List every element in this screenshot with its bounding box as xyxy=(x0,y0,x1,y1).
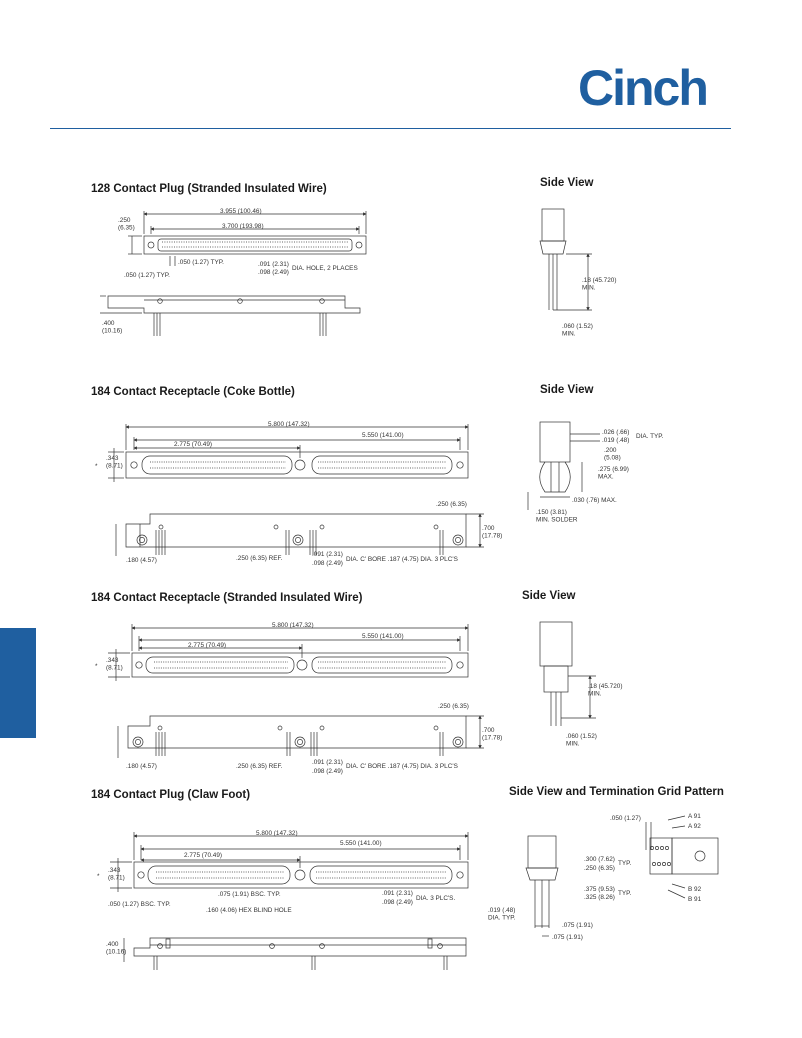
dim-s1-hole-a: .091 (2.31) xyxy=(258,261,289,268)
dim-s1-contact: .050 (1.27) TYP. xyxy=(178,259,224,266)
dim-s4-height: .343(8.71) xyxy=(108,867,125,882)
dim-s2-half: 2.775 (70.49) xyxy=(174,441,212,448)
dim-s1-height: .250(6.35) xyxy=(118,217,135,232)
dim-s4-bsc1: .075 (1.91) BSC. TYP. xyxy=(218,891,281,898)
dim-s2-edge: .180 (4.57) xyxy=(126,557,157,564)
section-title-1: 128 Contact Plug (Stranded Insulated Wir… xyxy=(91,183,327,195)
dim-s2-pitch: 5.550 (141.00) xyxy=(362,432,404,439)
dim-s4-grid-3: .250 (6.35) xyxy=(584,865,615,872)
dim-s2-bore-note: DIA. C' BORE .187 (4.75) DIA. 3 PLC'S xyxy=(346,556,458,563)
dim-s4-mark: * xyxy=(97,873,100,880)
drawing-128-plug-top xyxy=(128,211,367,266)
dim-s2-body: .700(17.78) xyxy=(482,525,502,540)
dim-s2-side-3: .200(5.08) xyxy=(604,447,621,462)
dim-s4-body: .400(10.16) xyxy=(106,941,126,956)
drawing-184-coke-front xyxy=(115,513,484,556)
dim-s4-grid-7: .075 (1.91) xyxy=(552,934,583,941)
drawing-184-wire-side xyxy=(539,621,596,726)
dim-s1-overall: 3.955 (100.46) xyxy=(220,208,262,215)
dim-s2-side-6: .150 (3.81)MIN. SOLDER xyxy=(536,509,578,524)
dim-s4-half: 2.775 (70.49) xyxy=(184,852,222,859)
dim-s2-ref: .250 (6.35) REF. xyxy=(236,555,283,562)
dim-s4-hole-a: .091 (2.31) xyxy=(382,890,413,897)
dim-s2-side-1: .026 (.66) xyxy=(602,429,629,436)
dim-s2-bore-a: .091 (2.31) xyxy=(312,551,343,558)
side-view-title-2: Side View xyxy=(540,384,594,396)
section-title-3: 184 Contact Receptacle (Stranded Insulat… xyxy=(91,592,363,604)
dim-s3-flange: .250 (6.35) xyxy=(438,703,469,710)
dim-s3-body: .700(17.78) xyxy=(482,727,502,742)
dim-s4-b91: B 91 xyxy=(688,896,702,903)
drawing-184-wire-top xyxy=(108,624,469,681)
dim-s2-side-2: .019 (.48) xyxy=(602,437,629,444)
dim-s2-flange: .250 (6.35) xyxy=(436,501,467,508)
dim-s4-overall: 5.800 (147.32) xyxy=(256,830,298,837)
dim-s1-row: .050 (1.27) TYP. xyxy=(124,272,170,279)
dim-s3-ref: .250 (6.35) REF. xyxy=(236,763,283,770)
dim-s1-hole-b: .098 (2.49) xyxy=(258,269,289,276)
dim-s1-side-len: .18 (45.720)MIN. xyxy=(582,277,616,292)
dim-s1-hole-note: DIA. HOLE, 2 PLACES xyxy=(292,265,358,272)
dim-s4-hole-note: DIA. 3 PLC'S. xyxy=(416,895,455,902)
side-view-title-1: Side View xyxy=(540,177,594,189)
drawing-184-claw-front xyxy=(123,937,467,970)
dim-s3-edge: .180 (4.57) xyxy=(126,763,157,770)
dim-s4-grid-4: .375 (9.53) xyxy=(584,886,615,893)
dim-s3-height: .343(8.71) xyxy=(106,657,123,672)
drawing-184-claw-top xyxy=(110,832,469,892)
cinch-logo: Cinch xyxy=(578,60,709,116)
dim-s4-a92: A 92 xyxy=(688,823,701,830)
dim-s2-side-5: .030 (.76) MAX. xyxy=(572,497,617,504)
dim-s1-body: .400(10.16) xyxy=(102,320,122,335)
dim-s3-overall: 5.800 (147.32) xyxy=(272,622,314,629)
drawing-128-plug-side xyxy=(539,208,592,311)
drawing-128-plug-front xyxy=(100,295,361,336)
dim-s2-bore-b: .098 (2.49) xyxy=(312,560,343,567)
dim-s4-pitch: 5.550 (141.00) xyxy=(340,840,382,847)
drawing-184-wire-front xyxy=(117,715,484,758)
dim-s4-grid-5: .325 (8.26) xyxy=(584,894,615,901)
dim-s2-side-4: .275 (6.99)MAX. xyxy=(598,466,629,481)
dim-s3-half: 2.775 (70.49) xyxy=(188,642,226,649)
side-tab xyxy=(0,628,36,738)
dim-s4-a91: A 91 xyxy=(688,813,701,820)
dim-s3-bore-b: .098 (2.49) xyxy=(312,768,343,775)
drawing-184-coke-top xyxy=(108,424,469,482)
dim-s3-side-min: .060 (1.52)MIN. xyxy=(566,733,597,748)
dim-s3-bore-a: .091 (2.31) xyxy=(312,759,343,766)
dim-s2-height: .343(8.71) xyxy=(106,455,123,470)
dim-s1-pitch: 3.700 (193.98) xyxy=(222,223,264,230)
dim-s3-pitch: 5.550 (141.00) xyxy=(362,633,404,640)
header-rule xyxy=(50,128,731,129)
side-view-title-3: Side View xyxy=(522,590,576,602)
drawing-184-coke-side xyxy=(527,421,600,510)
dim-s4-dia: .019 (.48)DIA. TYP. xyxy=(488,907,516,922)
dim-s4-bsc2: .050 (1.27) BSC. TYP. xyxy=(108,901,171,908)
dim-s3-side-len: .18 (45.720)MIN. xyxy=(588,683,622,698)
dim-s2-side-dia: DIA. TYP. xyxy=(636,433,664,440)
section-title-2: 184 Contact Receptacle (Coke Bottle) xyxy=(91,386,295,398)
dim-s3-mark: * xyxy=(95,663,98,670)
dim-s4-grid-2: .300 (7.62) xyxy=(584,856,615,863)
dim-s4-hex: .160 (4.06) HEX BLIND HOLE xyxy=(206,907,292,914)
dim-s4-grid-6: .075 (1.91) xyxy=(562,922,593,929)
dim-s2-overall: 5.800 (147.32) xyxy=(268,421,310,428)
dim-s3-bore-note: DIA. C' BORE .187 (4.75) DIA. 3 PLC'S xyxy=(346,763,458,770)
termination-grid xyxy=(645,815,719,899)
section-title-4: 184 Contact Plug (Claw Foot) xyxy=(91,789,251,801)
side-view-title-4: Side View and Termination Grid Pattern xyxy=(509,786,724,798)
dim-s4-hole-b: .098 (2.49) xyxy=(382,899,413,906)
dim-s1-side-min: .060 (1.52)MIN. xyxy=(562,323,593,338)
drawing-184-claw-side xyxy=(525,835,559,937)
dim-s4-grid-1: .050 (1.27) xyxy=(610,815,641,822)
dim-s4-b92: B 92 xyxy=(688,886,702,893)
dim-s4-typ: TYP. xyxy=(618,860,632,867)
dim-s4-typ2: TYP. xyxy=(618,890,632,897)
dimension-labels: 3.955 (100.46) 3.700 (193.98) .250(6.35)… xyxy=(95,208,702,956)
dim-s2-mark: * xyxy=(95,463,98,470)
